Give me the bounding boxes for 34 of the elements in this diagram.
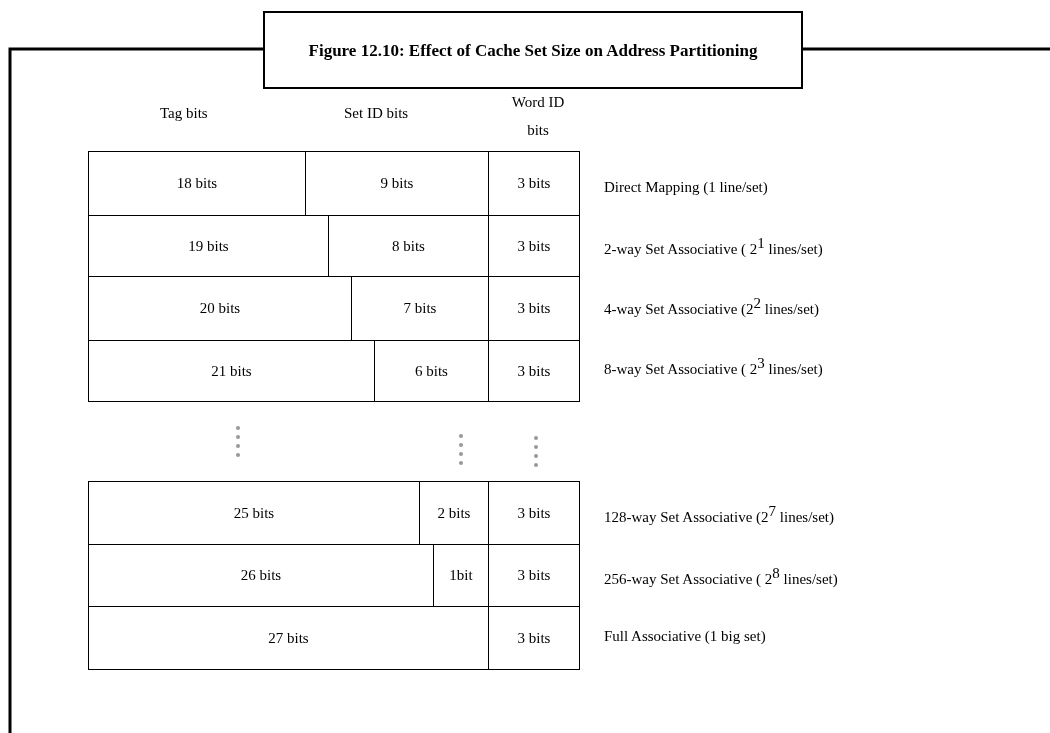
bit-count: 18 bits	[176, 175, 218, 192]
bit-count: 3 bits	[517, 237, 551, 255]
bit-field-cell	[88, 151, 306, 216]
bit-count: 19 bits	[188, 237, 229, 255]
column-header: Tag bits	[160, 104, 208, 122]
bit-field-cell	[488, 481, 580, 545]
bit-field-cell	[488, 151, 580, 216]
bit-count: 3 bits	[517, 362, 551, 380]
bit-count: 3 bits	[517, 629, 551, 647]
bit-count: 26 bits	[240, 567, 282, 584]
column-header: Word ID bits	[510, 93, 566, 140]
bit-count: 3 bits	[517, 300, 551, 317]
bit-count: 6 bits	[415, 362, 448, 380]
bit-count: 3 bits	[517, 175, 551, 192]
bit-field-cell	[488, 606, 580, 670]
bit-count: 2 bits	[437, 504, 471, 522]
bit-count: 27 bits	[268, 629, 309, 647]
bit-count: 7 bits	[403, 300, 437, 317]
bit-count: 9 bits	[380, 175, 414, 192]
bit-count: 1bit	[449, 567, 473, 584]
bit-field-cell	[88, 606, 489, 670]
bit-field-cell	[88, 481, 420, 545]
bit-count: 25 bits	[233, 504, 275, 522]
bit-count: 3 bits	[517, 504, 551, 522]
column-header: Set ID bits	[344, 104, 409, 122]
row-description: Full Associative (1 big set)	[604, 627, 766, 645]
row-description: Direct Mapping (1 line/set)	[604, 178, 768, 196]
bit-field-cell	[88, 340, 375, 402]
bit-count: 8 bits	[392, 237, 425, 255]
bit-field-cell	[488, 340, 580, 402]
bit-count: 3 bits	[517, 567, 551, 584]
bit-count: 21 bits	[211, 362, 252, 380]
figure-title: Figure 12.10: Effect of Cache Set Size on Address Partitioning	[263, 11, 803, 89]
bit-count: 20 bits	[199, 300, 241, 317]
